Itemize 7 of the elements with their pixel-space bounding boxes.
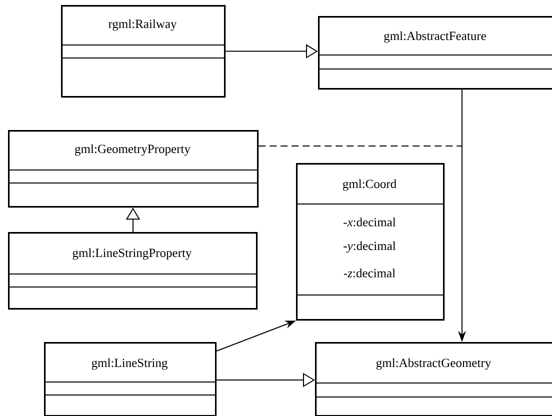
class-box: rgml:Railway — [60, 5, 226, 98]
class-box: gml:AbstractFeature — [318, 16, 552, 90]
class-box: gml:LineStringProperty — [8, 232, 258, 310]
class-box: gml:LineString — [44, 342, 217, 416]
class-box: gml:AbstractGeometry — [314, 342, 552, 416]
class-box: gml:Coord -x:decimal -y:decimal -z:decimal — [296, 163, 445, 321]
class-box: gml:GeometryProperty — [8, 130, 259, 208]
